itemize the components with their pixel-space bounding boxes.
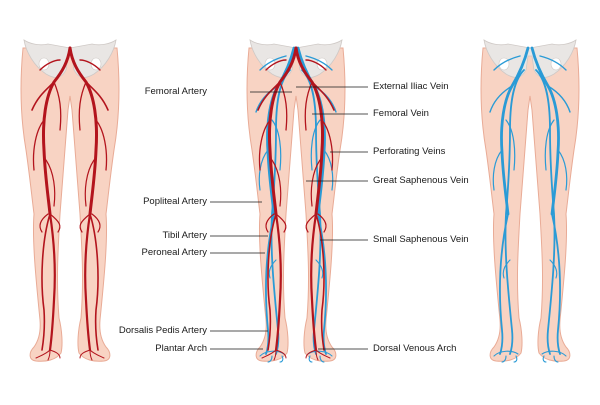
- vein-left-leg-vessel: [504, 69, 525, 355]
- legs-figure-veins: [480, 39, 580, 363]
- artery-right-leg-vessel: [310, 212, 318, 352]
- label-femoral-artery: Femoral Artery: [144, 86, 207, 97]
- vein-left-leg-vessel: [502, 259, 511, 279]
- legs-silhouette: [480, 47, 580, 362]
- artery-right-leg-vessel: [95, 119, 108, 171]
- artery-right-leg-vessel: [305, 349, 331, 361]
- artery-left-leg-vessel: [42, 46, 72, 216]
- label-small-saphenous-vein: Small Saphenous Vein: [373, 234, 469, 245]
- vein-left-leg-vessel: [493, 350, 519, 363]
- vein-left-leg-vessel: [505, 119, 516, 171]
- artery-left-leg-vessel: [31, 81, 55, 111]
- artery-left-leg-vessel: [39, 213, 49, 233]
- vein-right-leg-vessel: [549, 259, 558, 279]
- artery-left-leg-vessel: [45, 159, 56, 207]
- artery-left-leg-vessel: [257, 81, 281, 111]
- vein-right-leg: [530, 46, 571, 363]
- artery-right-leg-vessel: [321, 119, 334, 171]
- artery-left-leg-vessel: [274, 212, 282, 352]
- artery-right-leg-vessel: [79, 213, 91, 233]
- legs-figure-arteries: [20, 39, 120, 362]
- vein-right-leg-vessel: [535, 69, 556, 355]
- vein-left-leg-vessel: [499, 213, 509, 355]
- hip-joint-right: [90, 57, 102, 71]
- artery-right-leg-vessel: [68, 46, 98, 216]
- vein-left-leg: [489, 46, 530, 363]
- artery-right-leg-vessel: [310, 159, 321, 207]
- label-plantar-arch: Plantar Arch: [155, 343, 207, 354]
- label-peroneal-artery: Peroneal Artery: [141, 247, 207, 258]
- vein-right-leg-vessel: [541, 350, 567, 363]
- legs-silhouette: [246, 47, 346, 362]
- artery-right-leg-vessel: [317, 213, 327, 233]
- vein-left-leg-vessel: [259, 55, 287, 71]
- vein-right-leg-vessel: [530, 46, 560, 216]
- vein-right-leg-vessel: [547, 85, 571, 113]
- artery-right-leg: [68, 46, 109, 361]
- hip-joint-left: [38, 57, 50, 71]
- artery-left-leg-vessel: [279, 81, 288, 131]
- legs-figure-combined: [246, 39, 346, 363]
- artery-left-leg-vessel: [271, 159, 282, 207]
- artery-left-leg-vessel: [265, 213, 275, 233]
- label-dorsal-venous-arch: Dorsal Venous Arch: [373, 343, 457, 354]
- artery-left-leg-vessel: [267, 213, 277, 351]
- vein-right-leg-vessel: [551, 213, 561, 355]
- artery-left-leg-vessel: [261, 349, 287, 361]
- artery-right-leg-vessel: [85, 81, 109, 111]
- vein-left-leg-vessel: [271, 119, 282, 171]
- artery-left-leg-vessel: [48, 212, 56, 352]
- vein-left-leg-vessel: [493, 55, 521, 71]
- artery-left-leg: [31, 46, 72, 361]
- artery-right-leg-vessel: [84, 212, 92, 352]
- artery-right-leg-vessel: [304, 81, 313, 131]
- vein-left-leg-vessel: [500, 46, 530, 216]
- artery-right-leg-vessel: [84, 159, 95, 207]
- vein-right-leg-vessel: [315, 259, 324, 279]
- label-perforating-veins: Perforating Veins: [373, 146, 446, 157]
- artery-right-leg-vessel: [305, 59, 327, 71]
- artery-left-leg-vessel: [39, 59, 61, 71]
- artery-left-leg-vessel: [53, 81, 62, 131]
- artery-left-leg-vessel: [32, 119, 45, 171]
- artery-right-leg-vessel: [89, 213, 99, 351]
- label-external-iliac-vein: External Iliac Vein: [373, 81, 449, 92]
- artery-right-leg-vessel: [78, 81, 87, 131]
- vein-right-leg-vessel: [310, 119, 321, 171]
- artery-left-leg-vessel: [41, 213, 51, 351]
- artery-right-leg-vessel: [79, 349, 105, 361]
- label-tibial-artery: Tibil Artery: [162, 230, 207, 241]
- label-dorsalis-pedis-artery: Dorsalis Pedis Artery: [118, 325, 207, 336]
- artery-left-leg-vessel: [265, 59, 287, 71]
- artery-right-leg-vessel: [305, 213, 317, 233]
- artery-right-leg-vessel: [79, 59, 101, 71]
- artery-right-leg-vessel: [91, 213, 101, 233]
- legs-silhouette: [20, 47, 120, 362]
- label-femoral-vein: Femoral Vein: [373, 108, 429, 119]
- label-great-saphenous-vein: Great Saphenous Vein: [373, 175, 469, 186]
- vein-left-leg-vessel: [268, 259, 277, 279]
- vein-left-leg-vessel: [492, 149, 503, 191]
- artery-left-leg-vessel: [49, 213, 61, 233]
- artery-left-leg: [257, 46, 298, 361]
- label-popliteal-artery: Popliteal Artery: [143, 196, 207, 207]
- vein-left-leg-vessel: [489, 85, 513, 113]
- vein-right-leg-vessel: [544, 119, 555, 171]
- artery-right-leg-vessel: [315, 213, 325, 351]
- artery-left-leg-vessel: [258, 119, 271, 171]
- vein-right-leg-vessel: [539, 55, 567, 71]
- artery-left-leg-vessel: [268, 46, 298, 216]
- artery-left-leg-vessel: [35, 349, 61, 361]
- vein-right-leg-vessel: [557, 149, 568, 191]
- vein-right-leg-vessel: [305, 55, 333, 71]
- artery-right-leg-vessel: [311, 81, 335, 111]
- artery-left-leg-vessel: [275, 213, 287, 233]
